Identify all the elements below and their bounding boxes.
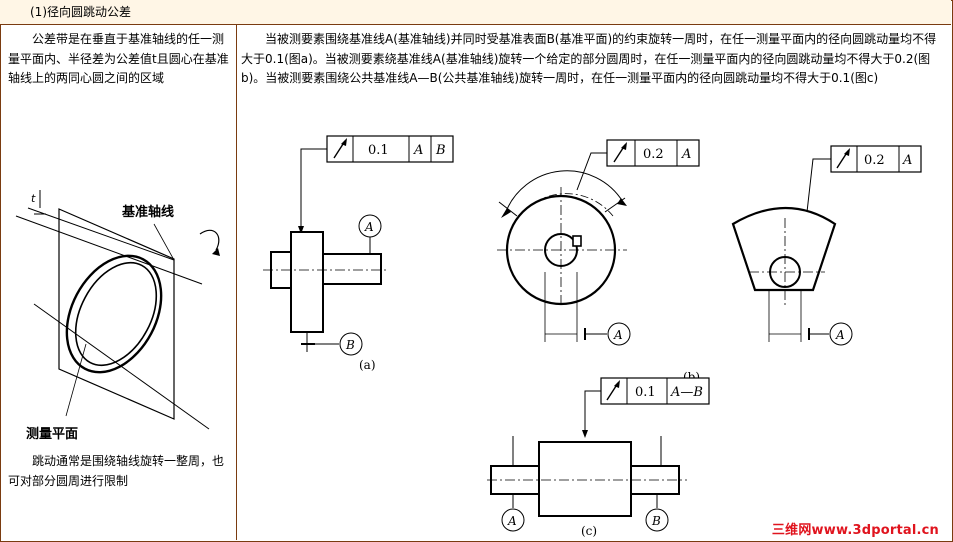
fig-b-datum-1: A — [681, 147, 691, 162]
left-column: 公差带是在垂直于基准轴线的任一测量平面内、半径差为公差值t且圆心在基准轴线上的两… — [4, 24, 237, 540]
figure-a: 0.1 A B A B (a) — [263, 135, 454, 372]
fig-a-bubble-b: B — [345, 338, 355, 352]
section-title: (1)径向圆跳动公差 — [30, 5, 131, 19]
figure-b-sector: 0.2 A A — [731, 145, 922, 346]
datum-axis-label: 基准轴线 — [121, 204, 174, 220]
runout-arrow-icon — [836, 148, 850, 169]
fig-c-datum-1: A—B — [670, 385, 703, 400]
fig-c-bubble-b: B — [651, 514, 661, 528]
fig-a-bubble-a: A — [364, 220, 374, 234]
fig-a-caption: (a) — [359, 358, 376, 372]
right-column: 当被测要素围绕基准线A(基准轴线)并同时受基准表面B(基准平面)的约束旋转一周时… — [239, 24, 951, 540]
fig-c-bubble-a: A — [507, 514, 517, 528]
fig-c-tolerance: 0.1 — [635, 385, 656, 400]
figure-b: 0.2 A A (b) — [497, 139, 700, 384]
runout-arrow-icon — [613, 142, 627, 163]
fig-c-caption: (c) — [581, 524, 598, 538]
fig-b2-datum-1: A — [902, 153, 912, 168]
figure-c: 0.1 A—B A B — [487, 377, 710, 532]
tolerance-zone-description: 公差带是在垂直于基准轴线的任一测量平面内、半径差为公差值t且圆心在基准轴线上的两… — [8, 32, 229, 85]
fig-a-datum-2: B — [435, 143, 446, 158]
runout-arrow-icon — [606, 380, 620, 401]
tolerance-zone-diagram: t 基准轴线 测量平面 — [15, 190, 220, 442]
fig-b2-tolerance: 0.2 — [864, 153, 885, 168]
section-header: (1)径向圆跳动公差 — [0, 0, 951, 25]
runout-explanation: 当被测要素围绕基准线A(基准轴线)并同时受基准表面B(基准平面)的约束旋转一周时… — [241, 32, 937, 85]
fig-b-tolerance: 0.2 — [643, 147, 664, 162]
watermark: 三维网www.3dportal.cn — [771, 523, 939, 538]
t-label: t — [31, 192, 36, 205]
measuring-plane-label: 测量平面 — [26, 426, 78, 442]
fig-b-bubble-a: A — [613, 328, 623, 342]
runout-note: 跳动通常是围绕轴线旋转一整周，也可对部分圆周进行限制 — [8, 454, 225, 488]
runout-arrow-icon — [333, 138, 347, 159]
fig-a-tolerance: 0.1 — [368, 143, 389, 158]
fig-a-datum-1: A — [413, 143, 423, 158]
fig-b2-bubble-a: A — [835, 328, 845, 342]
